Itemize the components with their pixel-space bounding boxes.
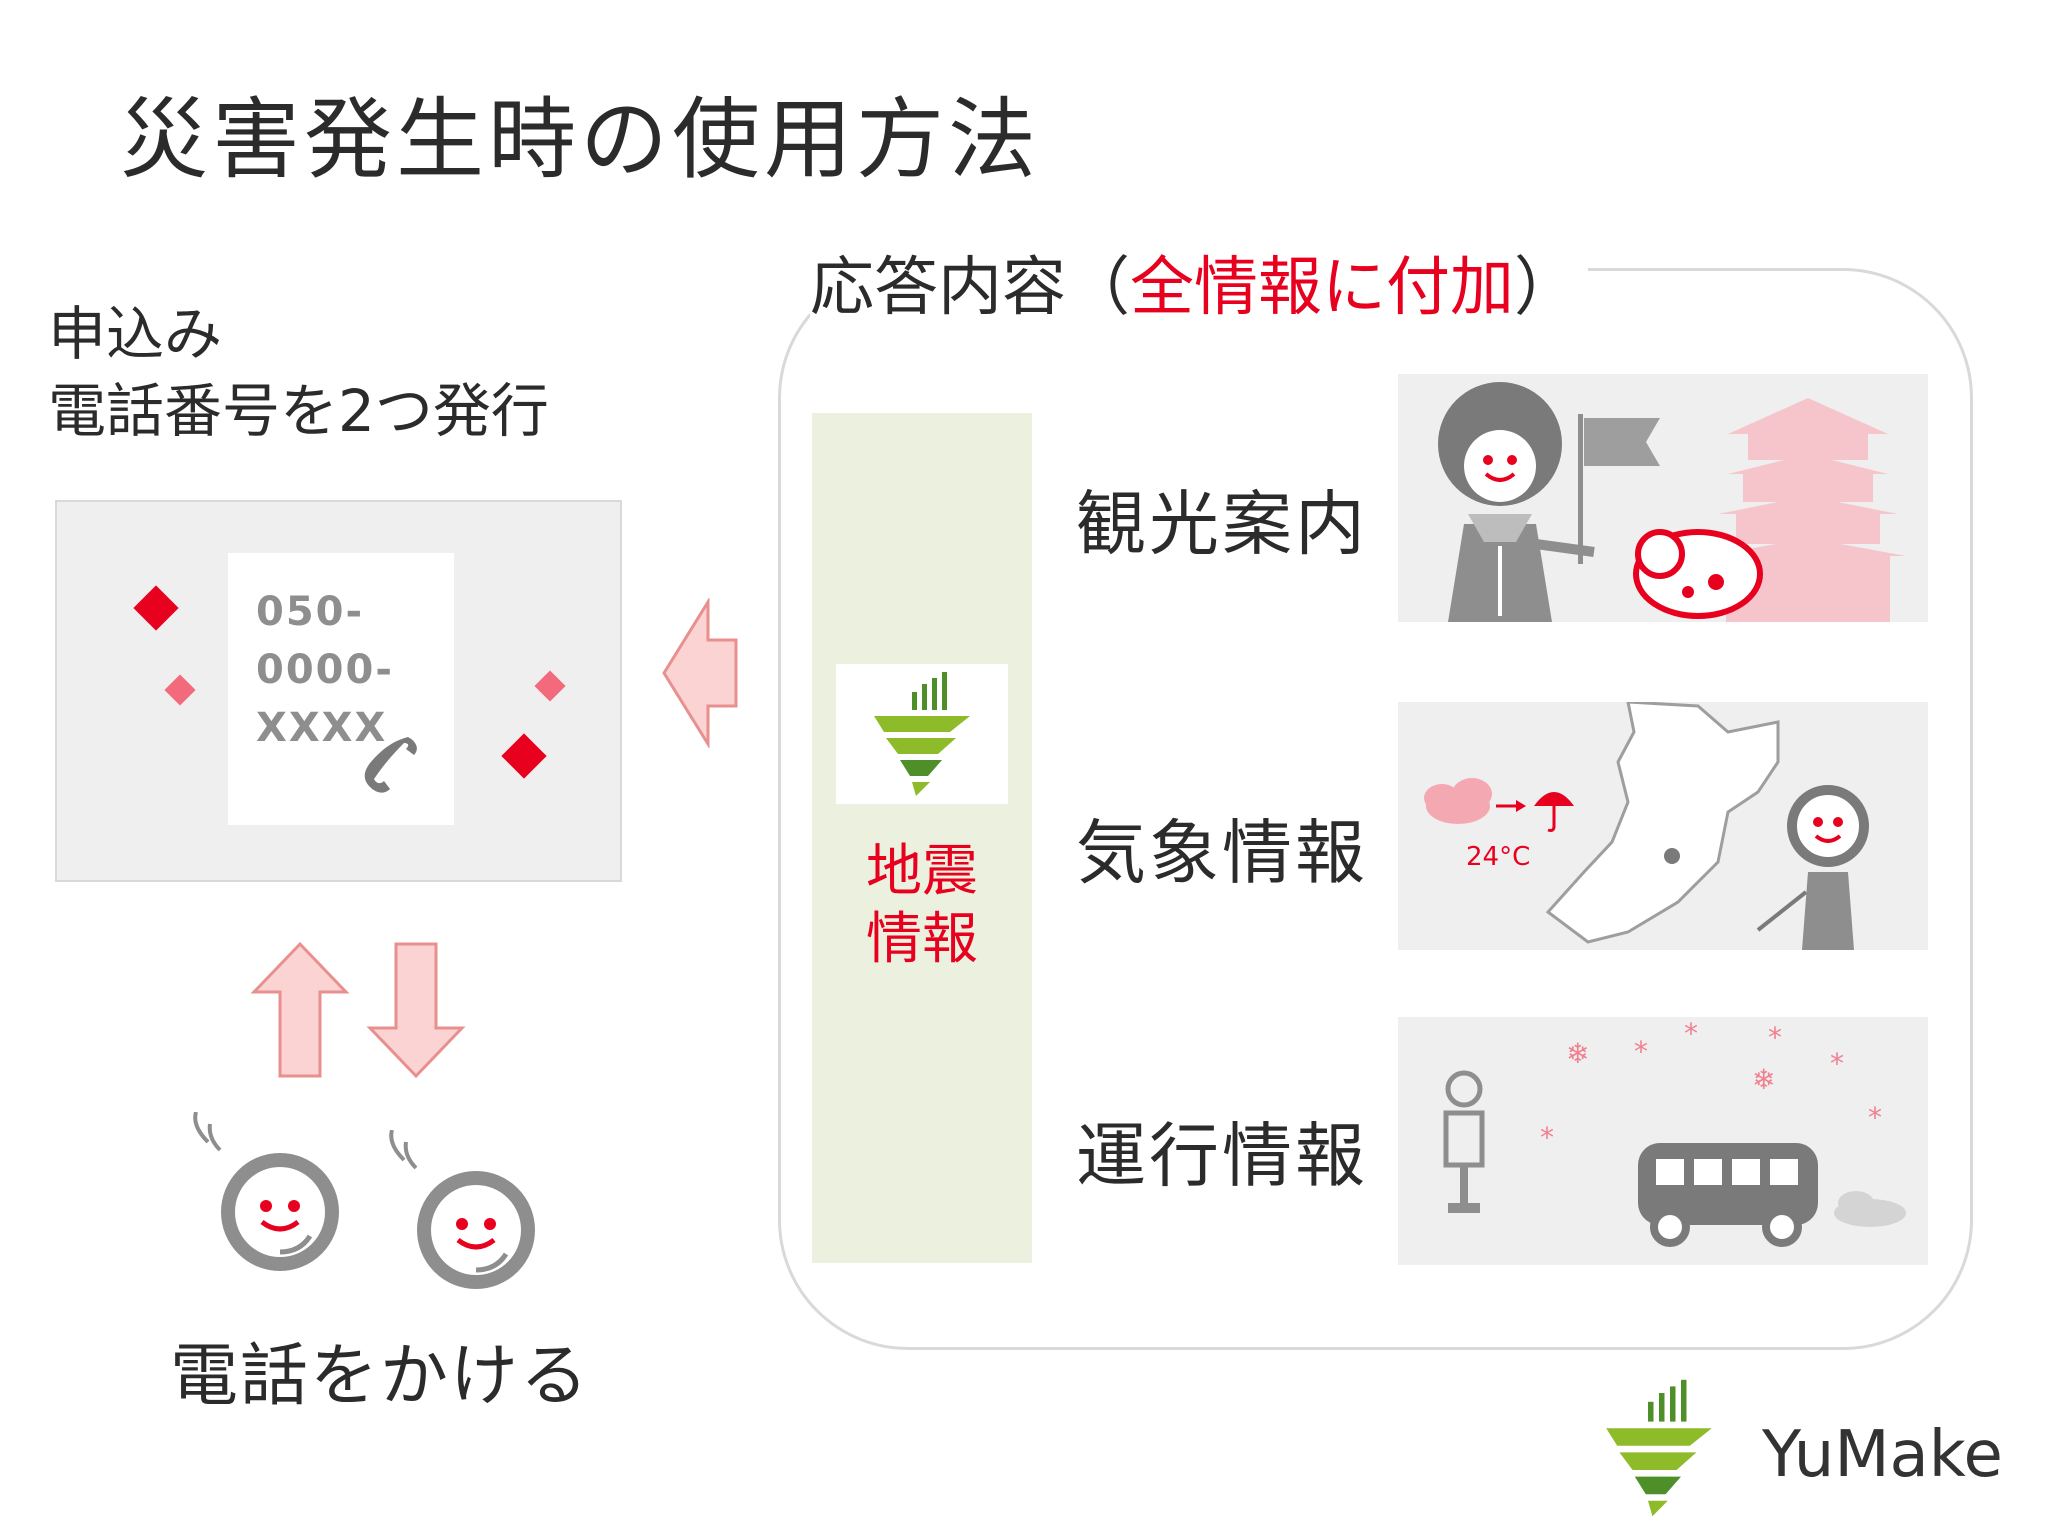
tour-guide-scene-icon [1438,382,1906,622]
svg-text:❄: ❄ [1752,1063,1775,1096]
call-label: 電話をかける [170,1337,591,1416]
earthquake-info-line1: 地震 [866,839,978,904]
transit-illustration: ❄ ❄ * * * * * * [1398,1017,1928,1265]
slide-title: 災害発生時の使用方法 [120,88,1041,191]
response-heading-suffix: ） [1514,251,1578,325]
svg-text:❄: ❄ [1566,1037,1589,1070]
yumake-logo-icon [874,672,970,796]
weather-illustration: 24°C [1398,702,1928,950]
svg-text:*: * [1540,1121,1554,1154]
arrow-down-icon [366,942,466,1079]
earthquake-logo-box [836,664,1008,804]
caller-headset-icon [389,1130,535,1289]
tourism-guide-illustration [1398,374,1928,622]
earthquake-info-label: 地震 情報 [812,838,1032,974]
apply-heading: 申込み 電話番号を2つ発行 [48,296,549,449]
svg-text:*: * [1634,1035,1648,1068]
transit-info-label: 運行情報 [1076,1115,1368,1197]
svg-text:*: * [1830,1047,1844,1080]
bus-snow-scene-icon: ❄ ❄ * * * * * * [1443,1017,1906,1247]
response-heading-highlight: 全情報に付加 [1130,251,1514,325]
weather-temperature: 24°C [1466,842,1531,872]
earthquake-info-column [812,413,1032,1263]
caller-headset-icon [193,1112,339,1271]
svg-text:*: * [1768,1021,1782,1054]
phone-number-text: 050- 0000- XXXX [256,583,394,757]
tourism-info-label: 観光案内 [1076,483,1368,565]
earthquake-info-line2: 情報 [866,907,978,972]
response-heading: 応答内容（全情報に付加） [810,236,1588,328]
phone-number-line: 0000- [256,647,394,693]
weather-map-scene-icon [1424,702,1869,950]
phone-number-line: XXXX [256,705,388,751]
weather-info-label: 気象情報 [1076,812,1368,894]
apply-heading-line1: 申込み [48,300,223,368]
svg-text:*: * [1684,1017,1698,1050]
phone-number-display: 050- 0000- XXXX [228,553,454,825]
apply-heading-line2: 電話番号を2つ発行 [48,376,549,445]
brand-name: YuMake [1762,1418,2003,1492]
arrow-left-icon [662,598,738,748]
response-heading-prefix: 応答内容（ [810,251,1130,325]
svg-text:*: * [1868,1101,1882,1134]
arrow-up-icon [250,941,350,1078]
phone-handset-icon [364,737,417,793]
phone-number-line: 050- [256,589,365,635]
yumake-logo-icon [1606,1379,1712,1517]
